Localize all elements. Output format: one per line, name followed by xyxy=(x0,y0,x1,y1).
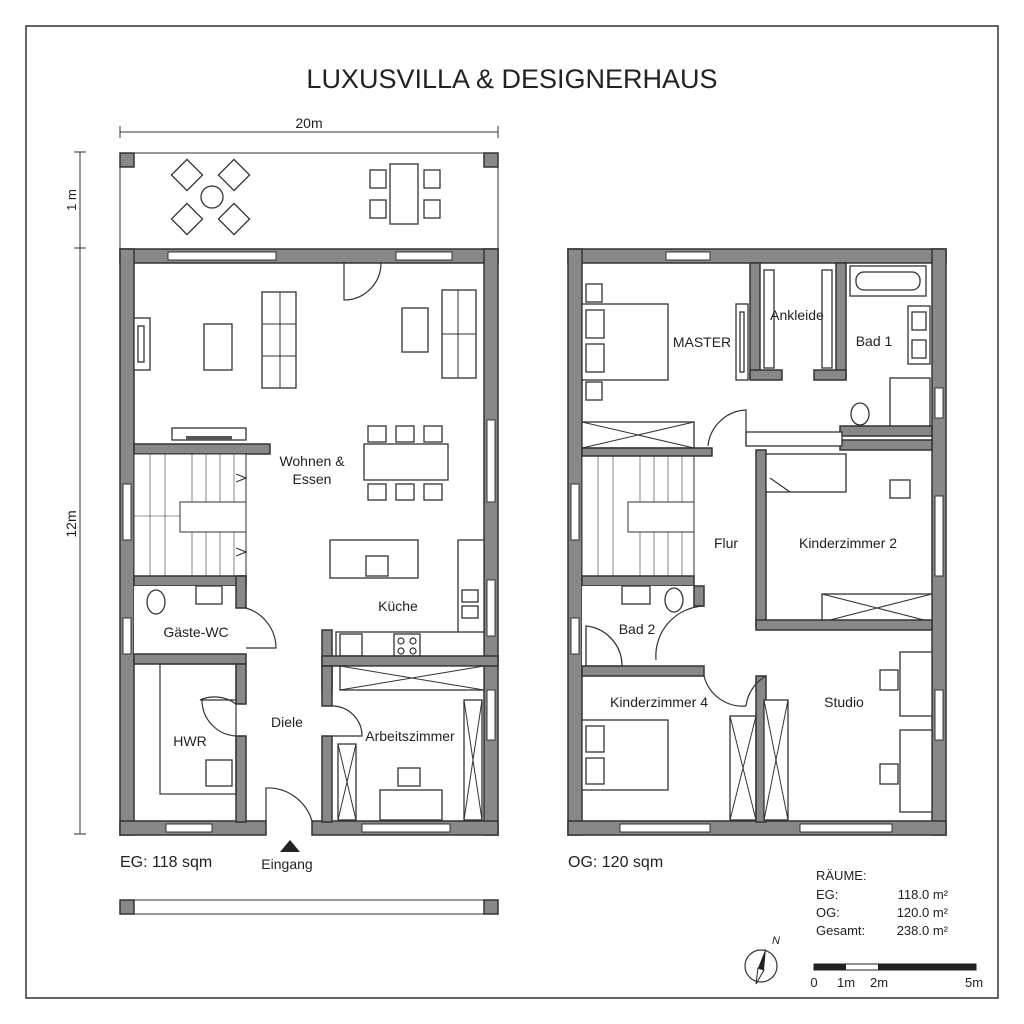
area-summary: RÄUME: EG: 118.0 m² OG: 120.0 m² Gesamt:… xyxy=(816,868,949,938)
room-label-bad2: Bad 2 xyxy=(619,621,656,637)
compass-north-label: N xyxy=(772,935,780,947)
scale-tick-2m: 2m xyxy=(870,975,888,990)
drawing-frame xyxy=(25,25,999,999)
dimension-height: 1 m 12m xyxy=(63,151,86,835)
ground-staircase xyxy=(133,453,248,579)
entrance-arrow-icon xyxy=(280,840,300,852)
room-label-hwr: HWR xyxy=(173,733,206,749)
width-label: 20m xyxy=(295,115,322,131)
room-label-gaeste-wc: Gäste-WC xyxy=(163,624,228,640)
terrace xyxy=(119,152,499,250)
summary-total-label: Gesamt: xyxy=(816,923,865,938)
room-label-wohnen: Wohnen & xyxy=(279,453,345,469)
compass-icon: N xyxy=(744,935,780,985)
summary-eg-value: 118.0 m² xyxy=(898,887,949,902)
room-label-master: MASTER xyxy=(673,334,731,350)
top-depth-label: 1 m xyxy=(64,189,79,211)
scale-tick-5m: 5m xyxy=(965,975,983,990)
entrance-label: Eingang xyxy=(261,856,312,872)
plan-title: LUXUSVILLA & DESIGNERHAUS xyxy=(306,64,717,94)
room-label-flur: Flur xyxy=(714,535,738,551)
terrace-dining-set xyxy=(369,163,441,225)
room-label-diele: Diele xyxy=(271,714,303,730)
room-label-bad1: Bad 1 xyxy=(856,333,893,349)
summary-eg-label: EG: xyxy=(816,887,838,902)
room-label-kueche: Küche xyxy=(378,598,418,614)
summary-total-value: 238.0 m² xyxy=(897,923,949,938)
room-label-kinderzimmer-4: Kinderzimmer 4 xyxy=(610,694,708,710)
height-label: 12m xyxy=(63,510,79,537)
upper-staircase xyxy=(581,453,695,579)
room-label-essen: Essen xyxy=(293,471,332,487)
upper-floor-area: OG: 120 sqm xyxy=(568,854,663,871)
ground-floor-area: EG: 118 sqm xyxy=(120,854,212,871)
room-label-ankleide: Ankleide xyxy=(770,307,824,323)
scale-tick-0: 0 xyxy=(810,975,817,990)
summary-heading: RÄUME: xyxy=(816,868,867,883)
lounge-set xyxy=(170,158,251,236)
summary-og-value: 120.0 m² xyxy=(897,905,949,920)
summary-og-label: OG: xyxy=(816,905,840,920)
scale-tick-1m: 1m xyxy=(837,975,855,990)
room-label-kinderzimmer-2: Kinderzimmer 2 xyxy=(799,535,897,551)
room-label-studio: Studio xyxy=(824,694,864,710)
dimension-width: 20m xyxy=(119,115,499,138)
room-label-arbeitszimmer: Arbeitszimmer xyxy=(365,728,455,744)
upper-floor-plan: MASTER Ankleide Bad 1 Flur Kinderzimmer … xyxy=(567,248,947,871)
ground-floor-plan: Wohnen & Essen Küche Gäste-WC HWR Diele … xyxy=(119,152,499,915)
scale-bar: 0 1m 2m 5m xyxy=(810,963,983,990)
